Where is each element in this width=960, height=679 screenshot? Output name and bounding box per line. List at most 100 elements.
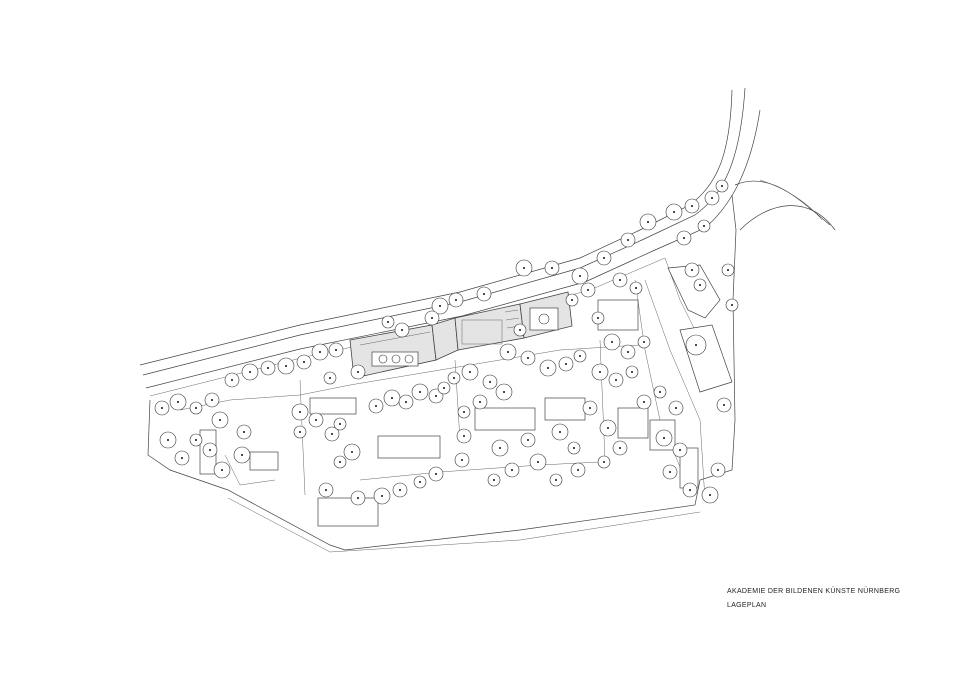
tree-trunk-dot (731, 304, 733, 306)
tree-trunk-dot (507, 351, 509, 353)
tree-trunk-dot (479, 401, 481, 403)
tree-trunk-dot (375, 405, 377, 407)
tree-trunk-dot (303, 361, 305, 363)
tree-trunk-dot (339, 461, 341, 463)
site-boundary (147, 194, 737, 553)
tree-trunk-dot (571, 299, 573, 301)
tree-trunk-dot (511, 469, 513, 471)
tree-trunk-dot (489, 381, 491, 383)
tree-trunk-dot (463, 411, 465, 413)
tree-trunk-dot (315, 419, 317, 421)
tree-trunk-dot (579, 275, 581, 277)
tree-trunk-dot (325, 489, 327, 491)
tree-trunk-dot (455, 299, 457, 301)
tree-trunk-dot (339, 423, 341, 425)
tree-trunk-dot (209, 449, 211, 451)
tree-trunk-dot (659, 391, 661, 393)
tree-trunk-dot (555, 479, 557, 481)
tree-trunk-dot (493, 479, 495, 481)
tree-trunk-dot (647, 221, 649, 223)
tree-trunk-dot (615, 379, 617, 381)
tree-trunk-dot (599, 371, 601, 373)
tree-trunk-dot (443, 387, 445, 389)
tree-trunk-dot (537, 461, 539, 463)
tree-trunk-dot (627, 239, 629, 241)
tree-trunk-dot (435, 473, 437, 475)
tree-trunk-dot (527, 439, 529, 441)
tree-trunk-dot (547, 367, 549, 369)
tree-trunk-dot (559, 431, 561, 433)
tree-trunk-dot (211, 399, 213, 401)
tree-trunk-dot (391, 397, 393, 399)
tree-trunk-dot (691, 269, 693, 271)
tree-trunk-dot (607, 427, 609, 429)
tree-trunk-dot (683, 237, 685, 239)
tree-trunk-dot (603, 257, 605, 259)
tree-trunk-dot (243, 431, 245, 433)
tree-trunk-dot (619, 447, 621, 449)
tree-trunk-dot (577, 469, 579, 471)
tree-trunk-dot (299, 411, 301, 413)
tree-trunk-dot (523, 267, 525, 269)
tree-trunk-dot (721, 185, 723, 187)
tree-trunk-dot (461, 459, 463, 461)
tree-trunk-dot (439, 305, 441, 307)
plan-title: AKADEMIE DER BILDENEN KÜNSTE NÜRNBERG (727, 588, 901, 595)
tree-trunk-dot (285, 365, 287, 367)
existing-buildings (199, 264, 733, 527)
tree-trunk-dot (469, 371, 471, 373)
tree-trunk-dot (679, 449, 681, 451)
tree-trunk-dot (267, 367, 269, 369)
tree-trunk-dot (663, 437, 665, 439)
tree-trunk-dot (709, 494, 711, 496)
tree-trunk-dot (453, 377, 455, 379)
tree-trunk-dot (167, 439, 169, 441)
tree-canopies (154, 179, 739, 506)
tree-trunk-dot (503, 391, 505, 393)
tree-trunk-dot (483, 293, 485, 295)
tree-trunk-dot (231, 379, 233, 381)
tree-trunk-dot (299, 431, 301, 433)
tree-trunk-dot (357, 371, 359, 373)
tree-trunk-dot (181, 457, 183, 459)
tree-trunk-dot (381, 495, 383, 497)
tree-trunk-dot (587, 289, 589, 291)
tree-trunk-dot (161, 407, 163, 409)
tree-trunk-dot (419, 481, 421, 483)
tree-trunk-dot (643, 401, 645, 403)
tree-trunk-dot (589, 407, 591, 409)
tree-trunk-dot (673, 211, 675, 213)
tree-trunk-dot (319, 351, 321, 353)
tree-trunk-dot (177, 401, 179, 403)
tree-trunk-dot (669, 471, 671, 473)
tree-trunk-dot (335, 349, 337, 351)
plan-subtitle: LAGEPLAN (727, 602, 767, 609)
tree-trunk-dot (401, 329, 403, 331)
tree-trunk-dot (727, 269, 729, 271)
tree-trunk-dot (627, 351, 629, 353)
tree-trunk-dot (711, 197, 713, 199)
tree-trunk-dot (357, 497, 359, 499)
tree-trunk-dot (579, 355, 581, 357)
tree-trunk-dot (195, 439, 197, 441)
tree-trunk-dot (463, 435, 465, 437)
tree-trunk-dot (723, 404, 725, 406)
tree-trunk-dot (527, 357, 529, 359)
tree-trunk-dot (331, 433, 333, 435)
tree-trunk-dot (603, 461, 605, 463)
tree-trunk-dot (399, 489, 401, 491)
tree-trunk-dot (717, 469, 719, 471)
tree-trunk-dot (499, 447, 501, 449)
tree-trunk-dot (695, 344, 697, 346)
tree-trunk-dot (689, 489, 691, 491)
tree-trunk-dot (221, 469, 223, 471)
new-building (349, 291, 573, 379)
tree-trunk-dot (249, 371, 251, 373)
tree-trunk-dot (611, 341, 613, 343)
tree-trunk-dot (431, 317, 433, 319)
tree-trunk-dot (699, 284, 701, 286)
tree-trunk-dot (351, 451, 353, 453)
tree-trunk-dot (195, 407, 197, 409)
road (139, 87, 836, 397)
